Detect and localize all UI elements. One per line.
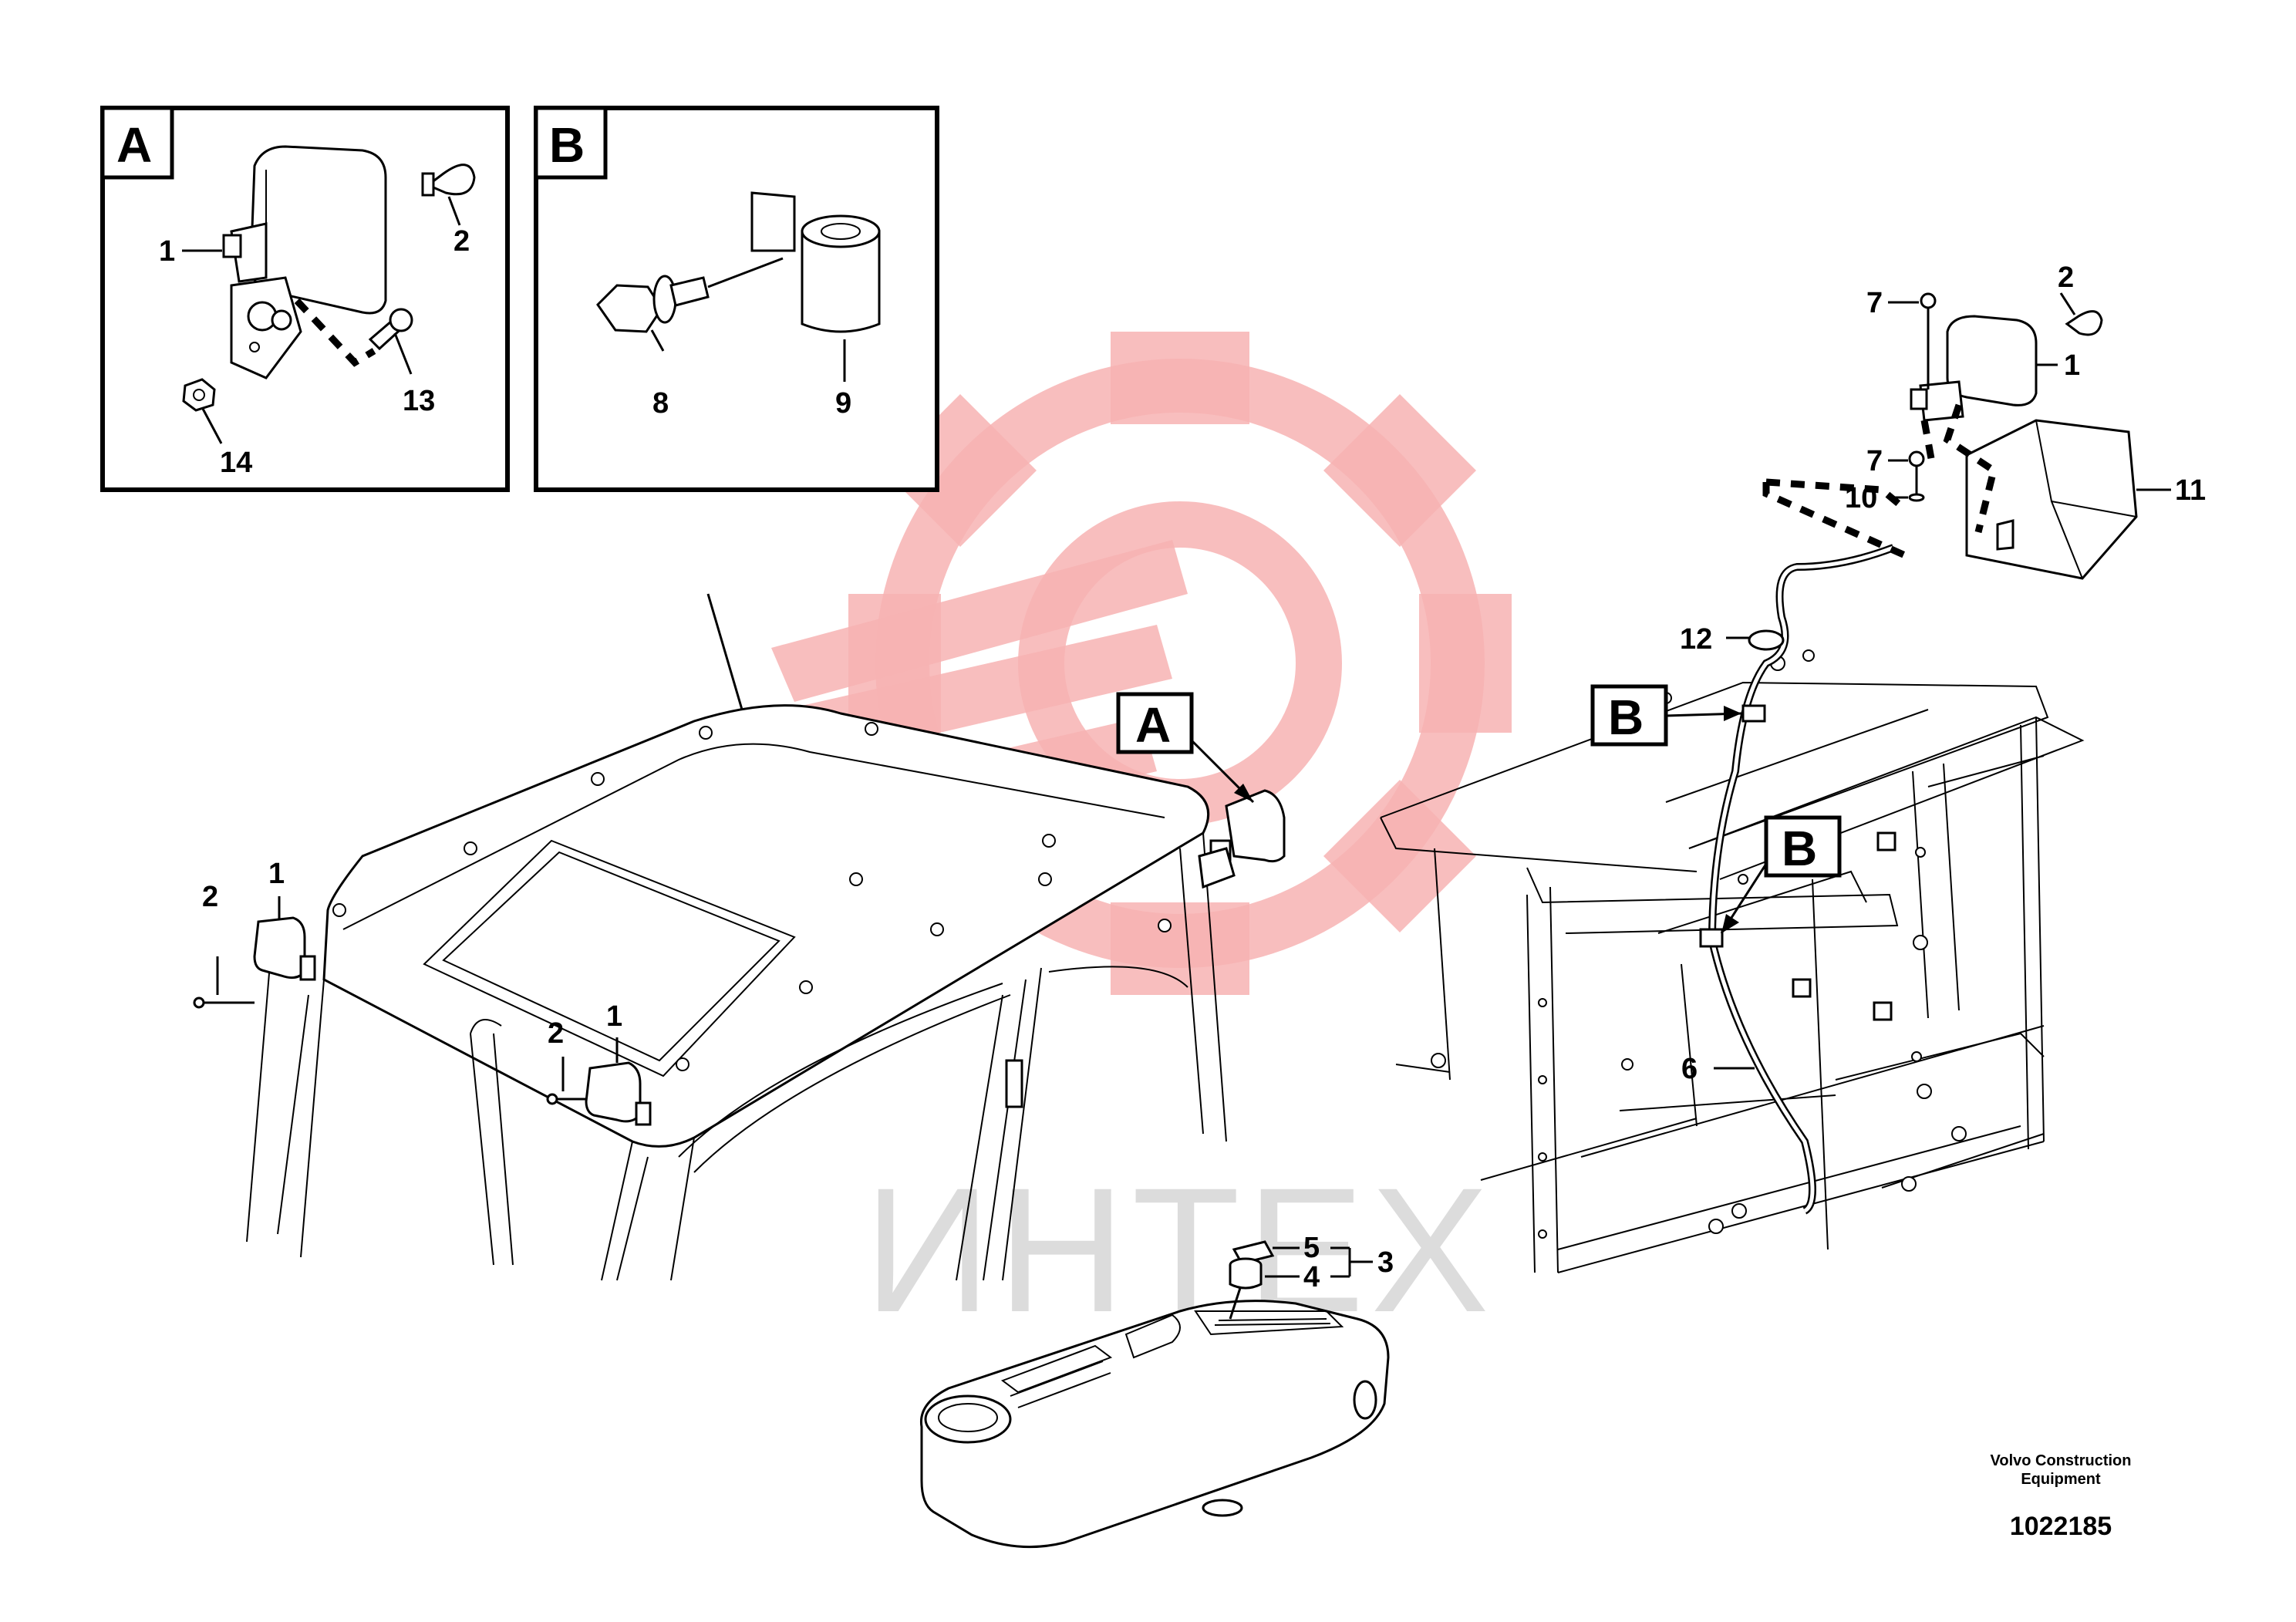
console-drawing: 5 4 3 [919, 1232, 1394, 1549]
company-name-line1: Volvo Construction [1991, 1452, 2132, 1469]
lamp-unit-assembly: 2 1 7 11 7 10 [1762, 261, 2206, 580]
roof-bolts [332, 722, 1172, 1071]
company-name-line2: Equipment [2021, 1471, 2101, 1488]
svg-text:B: B [1608, 690, 1644, 745]
inset-a-callout-14: 14 [220, 447, 252, 479]
console-callout-5: 5 [1303, 1232, 1320, 1264]
cab-drawing [246, 593, 1286, 1281]
detail-tag-cab-mirror: A [1116, 692, 1255, 804]
lamp-callout-2: 2 [2058, 261, 2074, 294]
inset-a: A 1 2 13 14 [100, 106, 510, 492]
inset-a-tag: A [116, 117, 152, 173]
detail-tag-clip-upper: B [1590, 684, 1742, 747]
detail-tag-clip-lower: B [1720, 815, 1842, 934]
inset-a-callout-1: 1 [159, 235, 175, 268]
lamp-callout-7-mid: 7 [1866, 445, 1883, 477]
lamp-callout-1: 1 [2064, 349, 2080, 382]
inset-b: B 8 9 [534, 106, 939, 492]
wire-harness-6: 6 12 [1680, 544, 1895, 1215]
frame-bolts [1431, 649, 1967, 1239]
lamp-callout-11: 11 [2175, 474, 2206, 507]
svg-text:B: B [1782, 821, 1817, 876]
cab-left-callout-1: 1 [268, 858, 285, 890]
inset-a-callout-2: 2 [453, 225, 470, 258]
inset-b-callout-9: 9 [835, 387, 851, 420]
inset-a-callout-13: 13 [403, 385, 435, 417]
cab-light-mid: 2 1 [546, 1000, 652, 1126]
drawing-number: 1022185 [2010, 1512, 2112, 1541]
cab-left-callout-2: 2 [202, 881, 218, 913]
lamp-callout-7-top: 7 [1866, 287, 1883, 319]
cab-mid-callout-2: 2 [548, 1017, 564, 1050]
frame-structure [1380, 649, 2085, 1273]
lamp-callout-12: 12 [1680, 623, 1712, 656]
cab-light-left: 2 1 [193, 858, 316, 1009]
inset-b-callout-8: 8 [652, 387, 669, 420]
console-callout-3: 3 [1377, 1246, 1394, 1279]
svg-text:A: A [1135, 697, 1171, 753]
cab-mid-callout-1: 1 [606, 1000, 622, 1033]
console-callout-4: 4 [1303, 1261, 1320, 1293]
harness-callout-6: 6 [1681, 1053, 1698, 1085]
inset-b-tag: B [549, 117, 585, 173]
